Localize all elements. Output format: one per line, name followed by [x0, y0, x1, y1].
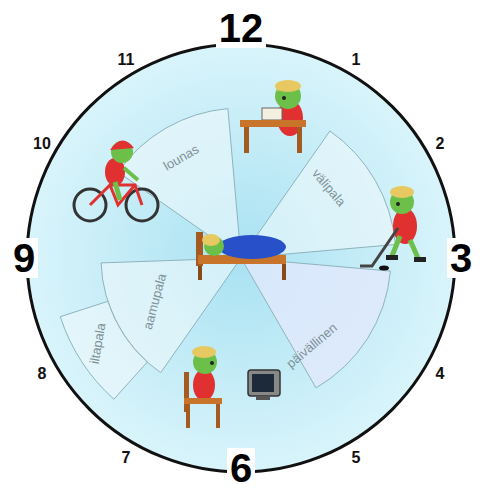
meal-label: aamupala	[141, 272, 168, 331]
evening-snack-sector	[60, 301, 147, 399]
hour-number: 11	[118, 52, 135, 68]
hour-number: 8	[38, 366, 47, 382]
reading-figure	[240, 80, 306, 153]
meal-label: välipala	[310, 166, 348, 208]
hockey-figure	[360, 186, 426, 271]
cycling-figure	[74, 140, 158, 221]
hour-number: 10	[33, 136, 51, 152]
hour-number: 5	[352, 450, 361, 466]
hour-number: 7	[122, 450, 131, 466]
dinner-sector	[241, 258, 390, 388]
lunch-sector	[118, 109, 241, 258]
hour-number: 12	[216, 8, 267, 48]
meal-label: iltapala	[88, 322, 108, 365]
hour-number: 1	[352, 52, 361, 68]
hour-number: 4	[436, 366, 445, 382]
clock-face	[27, 44, 455, 472]
hour-number: 2	[436, 136, 445, 152]
hour-number: 6	[227, 448, 255, 488]
meal-label: päivällinen	[284, 320, 339, 369]
tv-figure	[184, 346, 280, 428]
bed-figure	[196, 232, 286, 280]
hour-number: 9	[10, 238, 38, 278]
meal-label: lounas	[161, 142, 201, 172]
hour-number: 3	[447, 238, 475, 278]
